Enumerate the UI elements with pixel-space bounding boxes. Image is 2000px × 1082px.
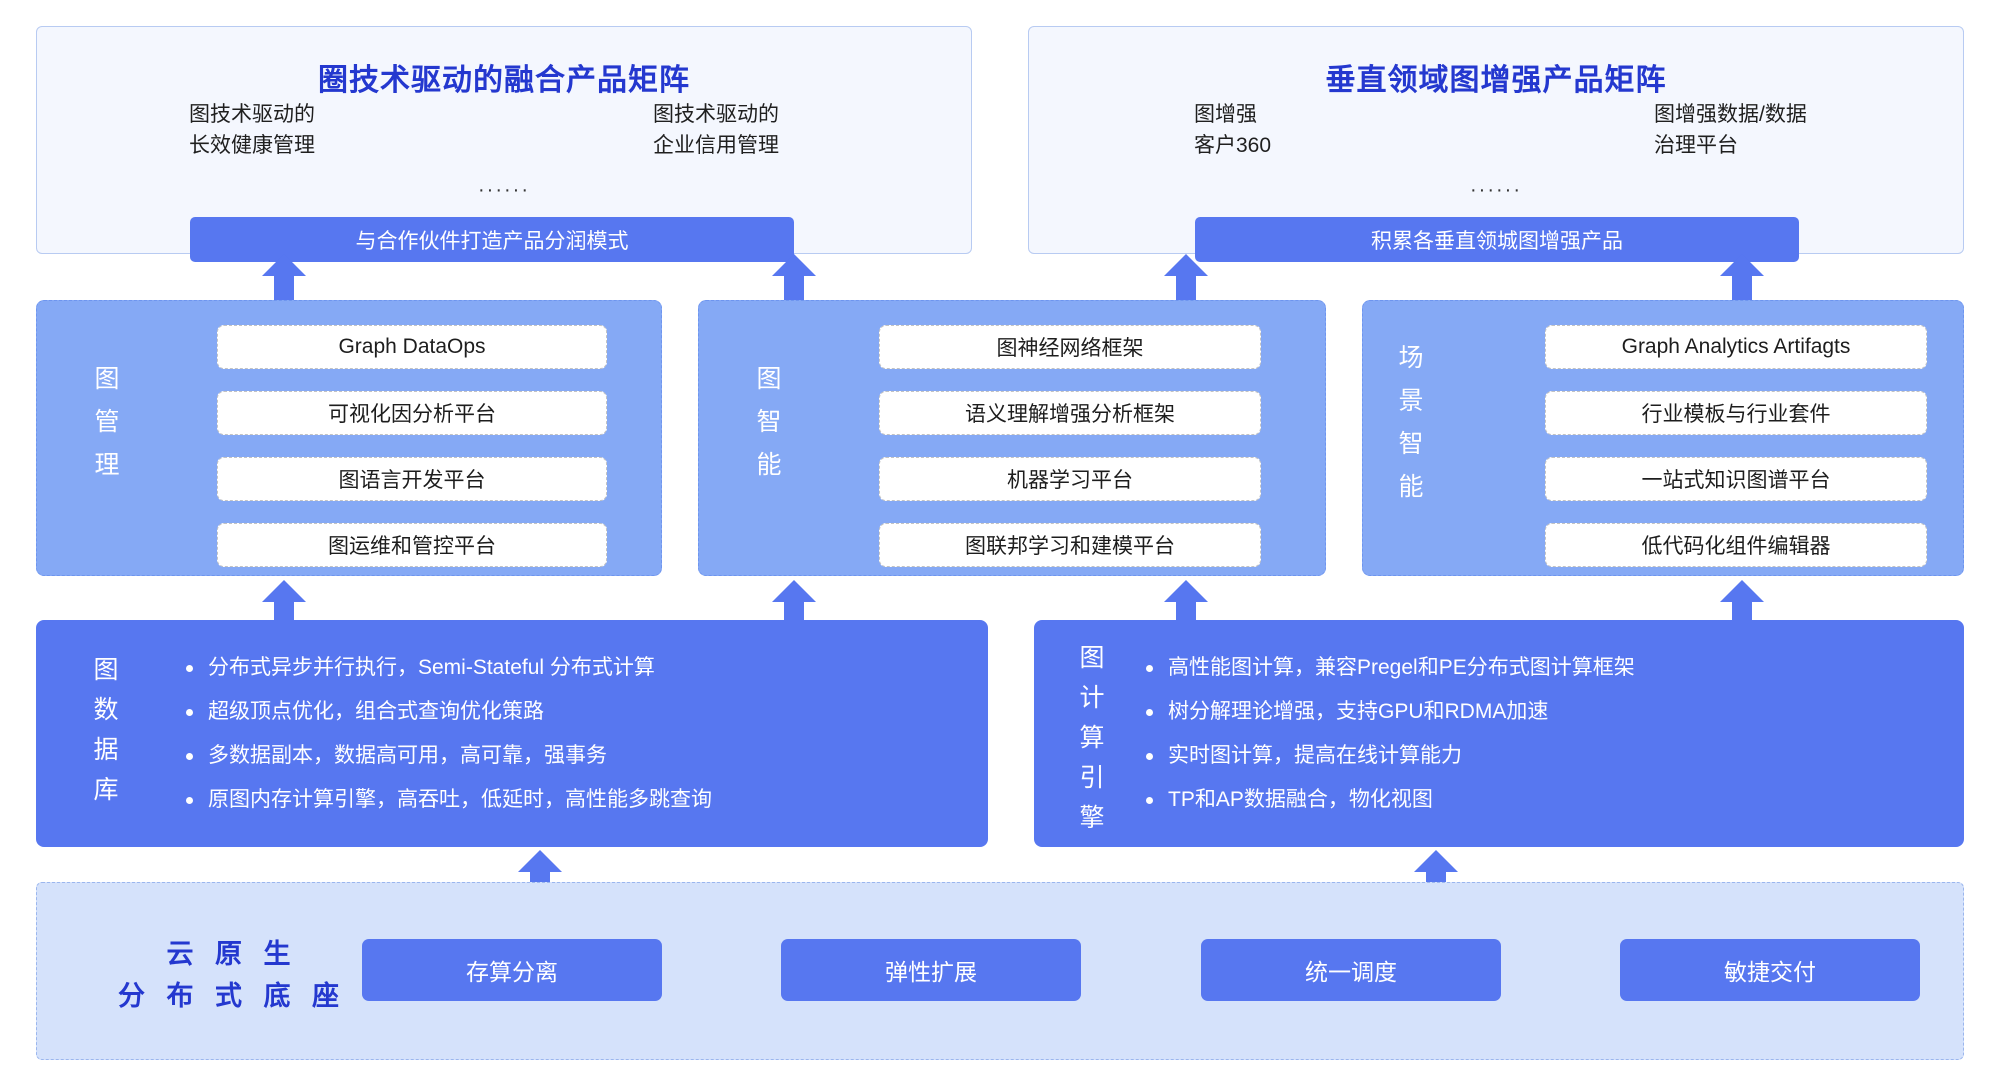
layer-label-char: 图	[94, 365, 120, 393]
bullet-item: 分布式异步并行执行，Semi-Stateful 分布式计算	[186, 655, 966, 681]
arrow-up-icon	[1720, 254, 1764, 300]
arrow-up-icon	[518, 850, 562, 896]
bullet-text: 多数据副本，数据高可用，高可靠，强事务	[208, 744, 607, 767]
base-capability-chip[interactable]: 敏捷交付	[1620, 939, 1920, 1001]
bullet-dot-icon	[186, 797, 193, 804]
capability-chip[interactable]: 可视化因分析平台	[217, 391, 607, 435]
layer-label-char: 数	[93, 696, 119, 724]
layer-label-char: 擎	[1079, 804, 1105, 832]
layer-label-char: 据	[93, 736, 119, 764]
bullet-item: TP和AP数据融合，物化视图	[1146, 787, 1936, 813]
vertical-matrix-ellipsis: ······	[1470, 179, 1522, 201]
cloud-native-base-panel: 云 原 生 分 布 式 底 座 存算分离 弹性扩展 统一调度 敏捷交付	[36, 882, 1964, 1060]
graph-database-label: 图 数 据 库	[84, 650, 128, 810]
capability-chip[interactable]: 低代码化组件编辑器	[1545, 523, 1927, 567]
capability-chip[interactable]: Graph Analytics Artifagts	[1545, 325, 1927, 369]
bullet-text: 实时图计算，提高在线计算能力	[1168, 744, 1462, 767]
base-capability-chip[interactable]: 弹性扩展	[781, 939, 1081, 1001]
bullet-dot-icon	[186, 709, 193, 716]
capability-chip[interactable]: 机器学习平台	[879, 457, 1261, 501]
base-label-line: 分 布 式 底 座	[117, 981, 346, 1011]
layer-label-char: 能	[756, 451, 782, 479]
layer-label-char: 景	[1398, 387, 1424, 415]
base-capability-chip[interactable]: 存算分离	[362, 939, 662, 1001]
arrow-up-icon	[772, 254, 816, 300]
bullet-dot-icon	[1146, 797, 1153, 804]
layer-label-char: 智	[756, 408, 782, 436]
scenario-intelligence-layer-panel: 场 景 智 能 Graph Analytics Artifagts 行业模板与行…	[1362, 300, 1964, 576]
bullet-item: 树分解理论增强，支持GPU和RDMA加速	[1146, 699, 1936, 725]
base-label-line: 云 原 生	[166, 939, 298, 969]
vertical-domain-matrix-panel: 垂直领域图增强产品矩阵 图增强 客户360 图增强数据/数据 治理平台 ····…	[1028, 26, 1964, 262]
capability-chip[interactable]: 行业模板与行业套件	[1545, 391, 1927, 435]
arrow-up-icon	[262, 580, 306, 626]
graph-intelligence-layer-label: 图 智 能	[747, 358, 791, 487]
graph-compute-engine-label: 图 计 算 引 擎	[1070, 638, 1114, 838]
capability-chip[interactable]: 图联邦学习和建模平台	[879, 523, 1261, 567]
layer-label-char: 图	[93, 656, 119, 684]
fusion-matrix-cta-button[interactable]: 与合作伙件打造产品分润模式	[190, 217, 794, 262]
bullet-item: 高性能图计算，兼容Pregel和PE分布式图计算框架	[1146, 655, 1936, 681]
bullet-item: 超级顶点优化，组合式查询优化策路	[186, 699, 966, 725]
capability-chip[interactable]: Graph DataOps	[217, 325, 607, 369]
bullet-dot-icon	[1146, 753, 1153, 760]
arrow-up-icon	[1414, 850, 1458, 896]
layer-label-char: 场	[1398, 344, 1424, 372]
cloud-native-base-label: 云 原 生 分 布 式 底 座	[117, 933, 347, 1017]
layer-label-char: 计	[1079, 684, 1105, 712]
vertical-matrix-left-text: 图增强 客户360	[1194, 103, 1272, 157]
fusion-matrix-title: 圈技术驱动的融合产品矩阵	[318, 64, 690, 97]
capability-chip[interactable]: 图神经网络框架	[879, 325, 1261, 369]
scenario-intelligence-layer-label: 场 景 智 能	[1389, 337, 1433, 509]
layer-label-char: 智	[1398, 430, 1424, 458]
arrow-up-icon	[772, 580, 816, 626]
bullet-dot-icon	[1146, 665, 1153, 672]
capability-chip[interactable]: 图运维和管控平台	[217, 523, 607, 567]
layer-label-char: 能	[1398, 473, 1424, 501]
arrow-up-icon	[1720, 580, 1764, 626]
graph-database-panel: 图 数 据 库 分布式异步并行执行，Semi-Stateful 分布式计算 超级…	[36, 620, 988, 847]
bullet-text: 树分解理论增强，支持GPU和RDMA加速	[1168, 700, 1549, 723]
bullet-text: 超级顶点优化，组合式查询优化策路	[208, 700, 544, 723]
graph-management-layer-label: 图 管 理	[85, 358, 129, 487]
arrow-up-icon	[1164, 580, 1208, 626]
layer-label-char: 图	[756, 365, 782, 393]
bullet-text: 高性能图计算，兼容Pregel和PE分布式图计算框架	[1168, 656, 1635, 679]
layer-label-char: 理	[94, 451, 120, 479]
base-capability-chip[interactable]: 统一调度	[1201, 939, 1501, 1001]
fusion-matrix-left-text: 图技术驱动的 长效健康管理	[189, 103, 315, 157]
bullet-text: 原图内存计算引擎，高吞吐，低延时，高性能多跳查询	[208, 788, 712, 811]
layer-label-char: 引	[1079, 764, 1105, 792]
vertical-matrix-title: 垂直领域图增强产品矩阵	[1325, 64, 1667, 97]
bullet-text: 分布式异步并行执行，Semi-Stateful 分布式计算	[208, 656, 655, 679]
bullet-item: 实时图计算，提高在线计算能力	[1146, 743, 1936, 769]
capability-chip[interactable]: 一站式知识图谱平台	[1545, 457, 1927, 501]
fusion-matrix-right-text: 图技术驱动的 企业信用管理	[653, 103, 779, 157]
bullet-text: TP和AP数据融合，物化视图	[1168, 788, 1433, 811]
layer-label-char: 算	[1079, 724, 1105, 752]
graph-intelligence-layer-panel: 图 智 能 图神经网络框架 语义理解增强分析框架 机器学习平台 图联邦学习和建模…	[698, 300, 1326, 576]
layer-label-char: 管	[94, 408, 120, 436]
vertical-matrix-cta-button[interactable]: 积累各垂直领城图增强产品	[1195, 217, 1799, 262]
layer-label-char: 图	[1079, 644, 1105, 672]
bullet-dot-icon	[1146, 709, 1153, 716]
layer-label-char: 库	[93, 776, 119, 804]
vertical-matrix-right-text: 图增强数据/数据 治理平台	[1654, 103, 1807, 157]
capability-chip[interactable]: 图语言开发平台	[217, 457, 607, 501]
arrow-up-icon	[262, 254, 306, 300]
bullet-item: 原图内存计算引擎，高吞吐，低延时，高性能多跳查询	[186, 787, 966, 813]
bullet-dot-icon	[186, 665, 193, 672]
bullet-item: 多数据副本，数据高可用，高可靠，强事务	[186, 743, 966, 769]
graph-compute-engine-bullet-list: 高性能图计算，兼容Pregel和PE分布式图计算框架 树分解理论增强，支持GPU…	[1146, 655, 1936, 813]
graph-compute-engine-panel: 图 计 算 引 擎 高性能图计算，兼容Pregel和PE分布式图计算框架 树分解…	[1034, 620, 1964, 847]
fusion-product-matrix-panel: 圈技术驱动的融合产品矩阵 图技术驱动的 长效健康管理 图技术驱动的 企业信用管理…	[36, 26, 972, 262]
fusion-matrix-ellipsis: ······	[478, 179, 530, 201]
arrow-up-icon	[1164, 254, 1208, 300]
bullet-dot-icon	[186, 753, 193, 760]
capability-chip[interactable]: 语义理解增强分析框架	[879, 391, 1261, 435]
graph-management-layer-panel: 图 管 理 Graph DataOps 可视化因分析平台 图语言开发平台 图运维…	[36, 300, 662, 576]
graph-database-bullet-list: 分布式异步并行执行，Semi-Stateful 分布式计算 超级顶点优化，组合式…	[186, 655, 966, 813]
